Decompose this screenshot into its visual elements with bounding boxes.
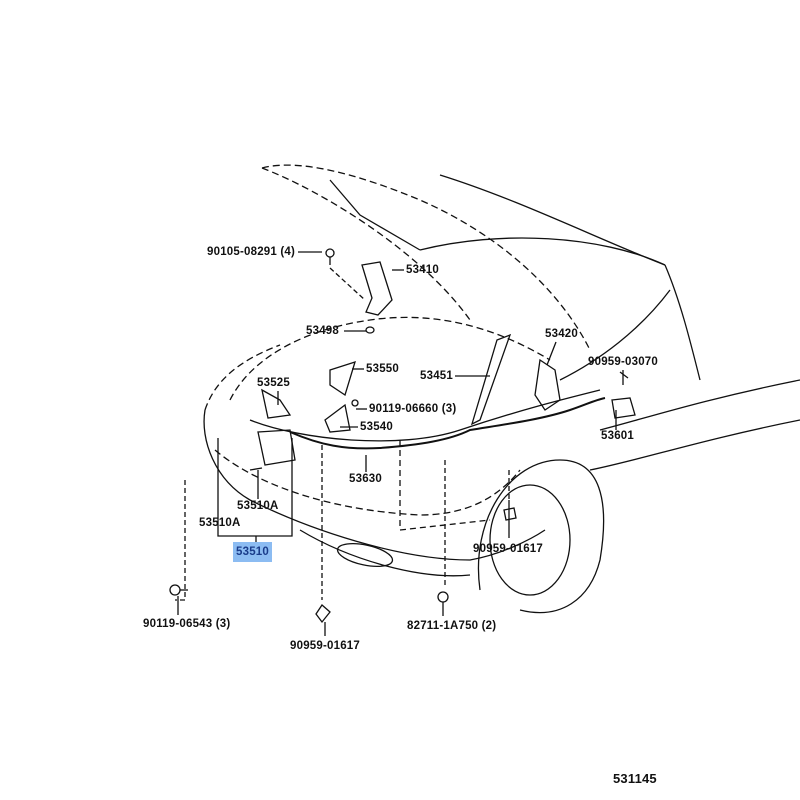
- label-53420[interactable]: 53420: [545, 328, 578, 340]
- label-53510-highlighted[interactable]: 53510: [233, 542, 272, 562]
- label-53510A-lower[interactable]: 53510A: [199, 517, 241, 529]
- label-53540[interactable]: 53540: [360, 421, 393, 433]
- label-53550[interactable]: 53550: [366, 363, 399, 375]
- label-90959-01617-bottom[interactable]: 90959-01617: [290, 640, 360, 652]
- diagram-number: 531145: [613, 771, 657, 786]
- label-53498[interactable]: 53498: [306, 325, 339, 337]
- label-53510A-upper[interactable]: 53510A: [237, 500, 279, 512]
- label-90105-08291[interactable]: 90105-08291 (4): [207, 246, 296, 258]
- label-53630[interactable]: 53630: [349, 473, 382, 485]
- label-90119-06660[interactable]: 90119-06660 (3): [369, 403, 457, 415]
- label-53525[interactable]: 53525: [257, 377, 290, 389]
- label-90119-06543[interactable]: 90119-06543 (3): [143, 618, 231, 630]
- label-90959-03070[interactable]: 90959-03070: [588, 356, 658, 368]
- label-53601[interactable]: 53601: [601, 430, 634, 442]
- label-53451[interactable]: 53451: [420, 370, 453, 382]
- label-90959-01617-fender[interactable]: 90959-01617: [473, 543, 543, 555]
- label-82711-1A750[interactable]: 82711-1A750 (2): [407, 620, 497, 632]
- label-53410[interactable]: 53410: [406, 264, 439, 276]
